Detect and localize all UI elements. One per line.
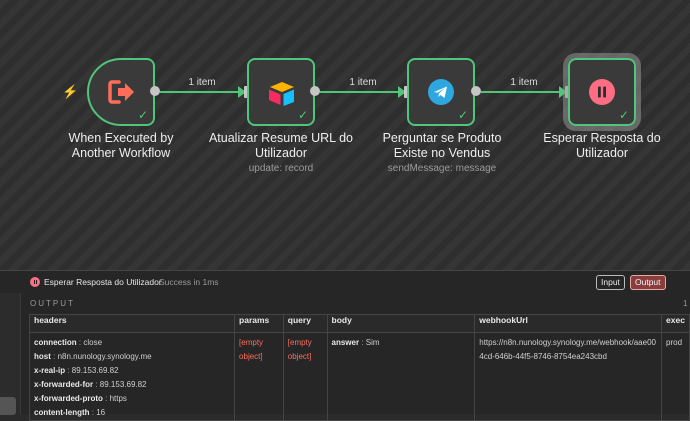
header-entry: x-forwarded-proto : https [34,394,127,403]
node-perguntar-produto[interactable]: ✓ [407,58,475,126]
column-header[interactable]: headers [28,314,236,333]
edge-2-arrow-icon [398,86,406,98]
column-header[interactable]: exec [661,314,690,333]
column-header[interactable]: webhookUrl [474,314,663,333]
node-4-input-handle[interactable] [565,86,570,98]
query-cell: [empty object] [282,332,328,421]
panel-node-name: Esperar Resposta do Utilizador [44,277,162,287]
panel-left-strip [0,293,21,415]
output-button[interactable]: Output [630,275,666,290]
node-3-subtitle: sendMessage: message [387,163,497,174]
column-header[interactable]: params [234,314,284,333]
edge-2[interactable] [320,91,400,93]
exec-cell: prod [661,332,690,421]
success-check-icon: ✓ [618,108,629,122]
execution-status: Success in 1ms [159,277,219,287]
success-check-icon: ✓ [457,108,468,122]
node-2-input-handle[interactable] [244,86,249,98]
edge-1[interactable] [160,91,240,93]
success-check-icon: ✓ [297,108,308,122]
node-2-output-handle[interactable] [310,86,320,96]
column-header[interactable]: query [282,314,328,333]
sign-in-arrow-icon [108,80,134,104]
pause-icon [589,79,615,105]
header-entry: content-length : 16 [34,408,106,417]
params-cell: [empty object] [234,332,284,421]
side-toggle-button[interactable] [0,397,16,415]
header-entry: host : n8n.nunology.synology.me [34,352,152,361]
edge-1-arrow-icon [238,86,246,98]
edge-1-label: 1 item [188,77,216,88]
workflow-canvas[interactable]: ⚡ ✓ 1 item ✓ 1 item ✓ 1 item [0,0,690,270]
input-button[interactable]: Input [596,275,625,290]
column-header[interactable]: body [326,314,476,333]
output-panel: Esperar Resposta do Utilizador Success i… [0,270,690,421]
edge-3-arrow-icon [559,86,567,98]
panel-header: Esperar Resposta do Utilizador Success i… [0,271,690,293]
output-section-label: OUTPUT [30,299,75,308]
pause-icon [30,277,40,287]
item-count: 1 [683,299,688,308]
table-header-row: headers params query body webhookUrl exe… [28,314,690,333]
node-esperar-resposta[interactable]: ✓ [563,53,641,131]
headers-cell: connection : close host : n8n.nunology.s… [28,332,236,421]
output-table: headers params query body webhookUrl exe… [28,314,690,421]
node-when-executed[interactable]: ✓ [87,58,155,126]
airtable-icon [269,82,294,106]
node-atualizar-resume[interactable]: ✓ [247,58,315,126]
success-check-icon: ✓ [137,108,148,122]
empty-object-value: [empty object] [239,338,264,361]
header-entry: x-real-ip : 89.153.69.82 [34,366,119,375]
header-entry: connection : close [34,338,103,347]
body-entry: answer : Sim [331,338,380,347]
edge-2-label: 1 item [349,77,377,88]
edge-3[interactable] [481,91,561,93]
body-cell: answer : Sim [326,332,476,421]
table-row: connection : close host : n8n.nunology.s… [28,332,690,421]
node-2-subtitle: update: record [248,163,314,174]
webhook-url-cell: https://n8n.nunology.synology.me/webhook… [474,332,663,421]
empty-object-value: [empty object] [287,338,312,361]
node-1-output-handle[interactable] [150,86,160,96]
edge-3-label: 1 item [510,77,538,88]
node-3-output-handle[interactable] [471,86,481,96]
header-entry: x-forwarded-for : 89.153.69.82 [34,380,147,389]
telegram-icon [428,79,454,105]
node-3-input-handle[interactable] [404,86,409,98]
trigger-bolt-icon: ⚡ [62,84,79,99]
